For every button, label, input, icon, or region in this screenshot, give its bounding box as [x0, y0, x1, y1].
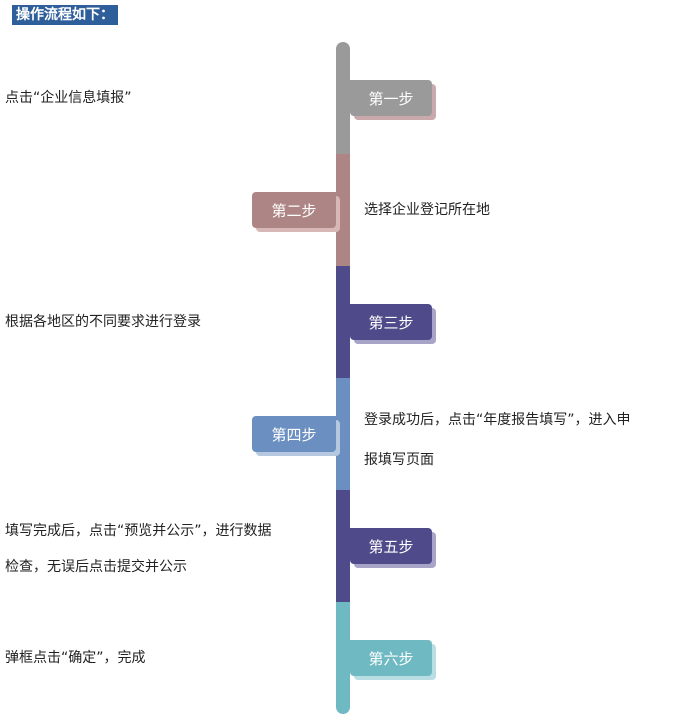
step-1-description: 点击“企业信息填报” — [5, 83, 132, 113]
step-3-badge: 第三步 — [350, 304, 436, 344]
step-1-badge: 第一步 — [350, 80, 436, 120]
step-2-badge: 第二步 — [252, 192, 340, 232]
step-6-line-1: 弹框点击“确定”，完成 — [5, 650, 146, 666]
step-4-description: 登录成功后，点击“年度报告填写”，进入申 报填写页面 — [364, 400, 631, 480]
timeline-segment-3 — [336, 266, 350, 378]
step-4-label: 第四步 — [252, 416, 336, 452]
step-6-label: 第六步 — [350, 640, 432, 676]
step-5-label: 第五步 — [350, 528, 432, 564]
step-3-label: 第三步 — [350, 304, 432, 340]
step-5-description: 填写完成后，点击“预览并公示”，进行数据 检查，无误后点击提交并公示 — [5, 513, 272, 585]
timeline-segment-1 — [336, 42, 350, 154]
step-1-label: 第一步 — [350, 80, 432, 116]
step-4-line-2: 报填写页面 — [364, 452, 434, 468]
step-5-badge: 第五步 — [350, 528, 436, 568]
step-4-line-1: 登录成功后，点击“年度报告填写”，进入申 — [364, 412, 631, 428]
step-2-description: 选择企业登记所在地 — [364, 195, 490, 225]
timeline-segment-6 — [336, 602, 350, 714]
step-5-line-2: 检查，无误后点击提交并公示 — [5, 559, 187, 575]
timeline-segment-2 — [336, 154, 350, 266]
step-3-line-1: 根据各地区的不同要求进行登录 — [5, 314, 201, 330]
page-title: 操作流程如下： — [12, 5, 118, 25]
timeline-segment-4 — [336, 378, 350, 490]
step-5-line-1: 填写完成后，点击“预览并公示”，进行数据 — [5, 523, 272, 539]
timeline-segment-5 — [336, 490, 350, 602]
step-3-description: 根据各地区的不同要求进行登录 — [5, 307, 201, 337]
step-2-line-1: 选择企业登记所在地 — [364, 202, 490, 218]
step-6-description: 弹框点击“确定”，完成 — [5, 643, 146, 673]
step-4-badge: 第四步 — [252, 416, 340, 456]
step-1-line-1: 点击“企业信息填报” — [5, 90, 132, 106]
step-6-badge: 第六步 — [350, 640, 436, 680]
step-2-label: 第二步 — [252, 192, 336, 228]
